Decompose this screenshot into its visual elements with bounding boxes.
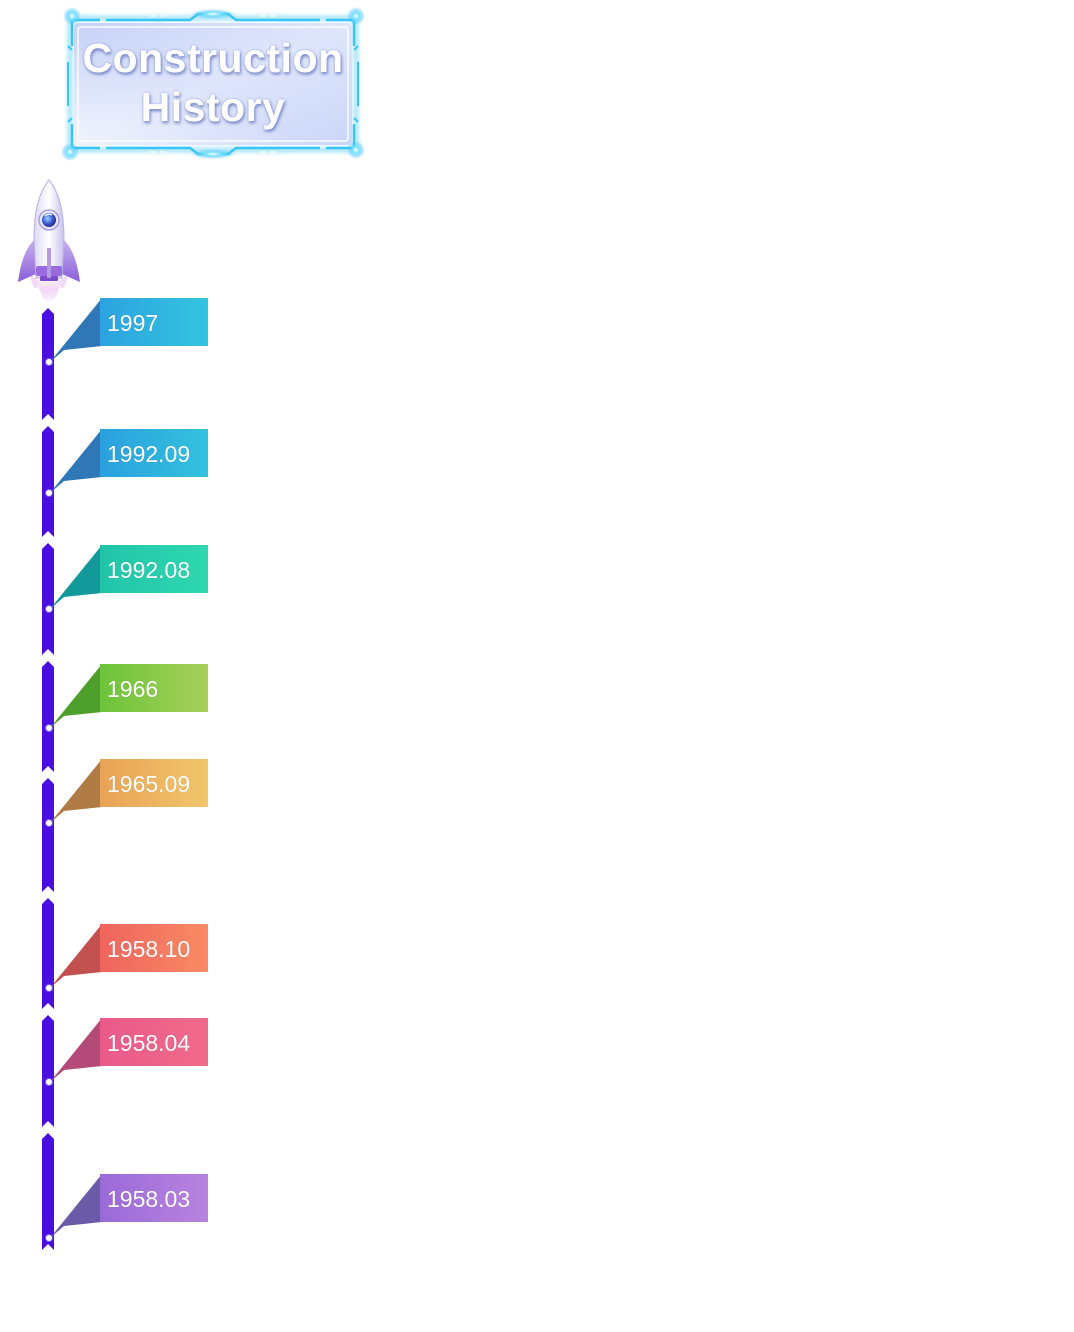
milestone-item: 1958.10	[44, 924, 214, 996]
timeline-node-dot	[45, 724, 53, 732]
rocket-icon	[18, 179, 80, 303]
timeline-node-dot	[45, 1078, 53, 1086]
milestone-year-label: 1997	[107, 310, 159, 336]
timeline-segment	[42, 426, 54, 537]
milestone-fold	[50, 924, 102, 988]
milestone-year-label: 1965.09	[107, 771, 191, 797]
milestone-item: 1958.04	[44, 1018, 214, 1090]
milestone-fold	[50, 1174, 102, 1238]
timeline-segment	[42, 661, 54, 772]
milestone-item: 1992.08	[44, 545, 214, 617]
timeline-node-dot	[45, 819, 53, 827]
milestone-item: 1965.09	[44, 759, 214, 831]
title-frame-border	[61, 7, 365, 161]
timeline-segment	[42, 898, 54, 1009]
milestone-year-label: 1966	[107, 676, 159, 702]
milestone-year-label: 1958.04	[107, 1030, 191, 1056]
timeline-node-dot	[45, 605, 53, 613]
milestone-year-label: 1958.10	[107, 936, 191, 962]
milestone-fold	[50, 298, 102, 362]
milestone-fold	[50, 759, 102, 823]
milestone-flag	[100, 298, 208, 346]
milestone-flag	[100, 664, 208, 712]
milestone-flag	[100, 429, 208, 477]
milestone-year-label: 1958.03	[107, 1186, 191, 1212]
timeline-segment	[42, 778, 54, 892]
milestone-fold	[50, 545, 102, 609]
milestone-item: 1997	[44, 298, 214, 370]
milestone-flag	[100, 924, 208, 972]
timeline-node-dot	[45, 984, 53, 992]
page-title: Construction History	[60, 34, 366, 132]
timeline-segment	[42, 1015, 54, 1127]
milestone-fold	[50, 664, 102, 728]
timeline-node-dot	[45, 489, 53, 497]
timeline-segment	[42, 543, 54, 655]
milestone-flag	[100, 1018, 208, 1066]
title-line-2: History	[140, 84, 286, 130]
milestone-fold	[50, 429, 102, 493]
milestone-item: 1992.09	[44, 429, 214, 501]
timeline-node-dot	[45, 1234, 53, 1242]
milestone-year-label: 1992.08	[107, 557, 191, 583]
milestone-flag	[100, 545, 208, 593]
timeline-segment	[42, 1133, 54, 1250]
timeline-line	[42, 308, 54, 1250]
title-frame: Construction History	[60, 6, 366, 162]
title-line-1: Construction	[82, 35, 344, 81]
milestone-item: 1966	[44, 664, 214, 736]
milestone-flag	[100, 759, 208, 807]
timeline-node-dot	[45, 358, 53, 366]
milestone-flag	[100, 1174, 208, 1222]
milestone-fold	[50, 1018, 102, 1082]
milestone-item: 1958.03	[44, 1174, 214, 1246]
milestone-year-label: 1992.09	[107, 441, 191, 467]
